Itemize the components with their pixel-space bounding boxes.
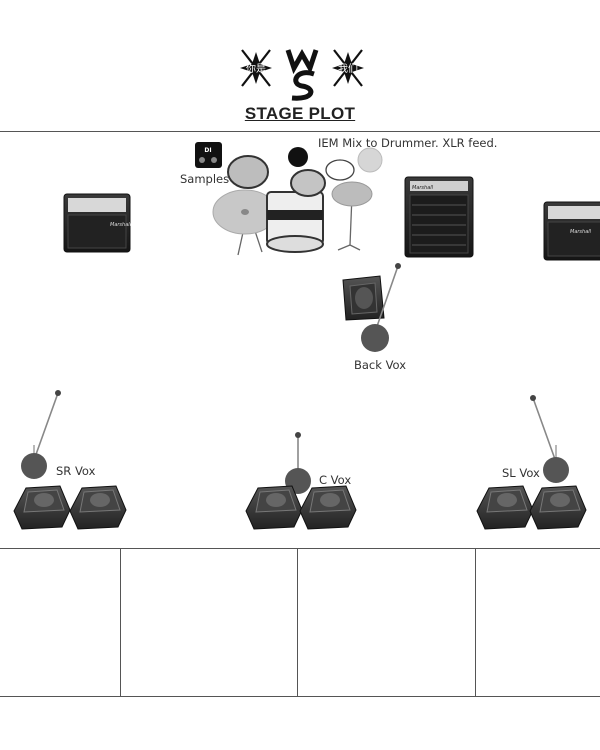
c-vox-label: C Vox — [319, 473, 352, 487]
logo-right-text: 我们 — [338, 62, 358, 75]
front-divider-2 — [297, 548, 298, 696]
wedge-monitor-sr-1 — [13, 485, 71, 530]
svg-text:Marshall: Marshall — [110, 222, 132, 228]
di-box-icon: DI — [195, 142, 222, 168]
band-logo: 你是 我们 — [236, 44, 368, 104]
sl-vox-mic-icon — [530, 395, 569, 483]
sl-vox-label: SL Vox — [502, 466, 540, 480]
back-vox-label: Back Vox — [354, 358, 407, 372]
wedge-monitor-sl-1 — [476, 485, 534, 530]
amp-left: Marshall — [63, 193, 132, 253]
wedge-monitor-c-2 — [299, 485, 357, 530]
amp-right: Marshall — [543, 201, 600, 261]
logo-right-star-icon — [332, 49, 364, 87]
page-title: STAGE PLOT — [244, 104, 356, 123]
drum-kit — [212, 147, 383, 256]
sr-vox-label: SR Vox — [56, 464, 96, 478]
wedge-monitor-sr-2 — [69, 485, 127, 530]
stage-top-line — [0, 131, 600, 132]
wedge-monitor-c-1 — [245, 485, 303, 530]
sr-vox-mic-icon — [21, 390, 61, 479]
back-vox-monitor — [342, 275, 385, 321]
logo-left-text: 你是 — [246, 62, 266, 75]
svg-text:Marshall: Marshall — [570, 229, 592, 235]
stage-bottom-line — [0, 696, 600, 697]
samples-label: Samples — [180, 172, 230, 186]
stage-front-line — [0, 548, 600, 549]
front-divider-1 — [120, 548, 121, 696]
bass-rig: Marshall — [404, 176, 474, 258]
wedge-monitor-sl-2 — [529, 485, 587, 530]
front-divider-3 — [475, 548, 476, 696]
logo-left-star-icon — [240, 49, 272, 87]
c-vox-mic-icon — [285, 432, 311, 494]
svg-text:DI: DI — [204, 147, 211, 154]
logo-monogram-icon — [285, 48, 319, 101]
back-vox-mic-icon — [361, 263, 401, 352]
iem-note-label: IEM Mix to Drummer. XLR feed. — [318, 136, 498, 150]
svg-text:Marshall: Marshall — [412, 185, 434, 191]
